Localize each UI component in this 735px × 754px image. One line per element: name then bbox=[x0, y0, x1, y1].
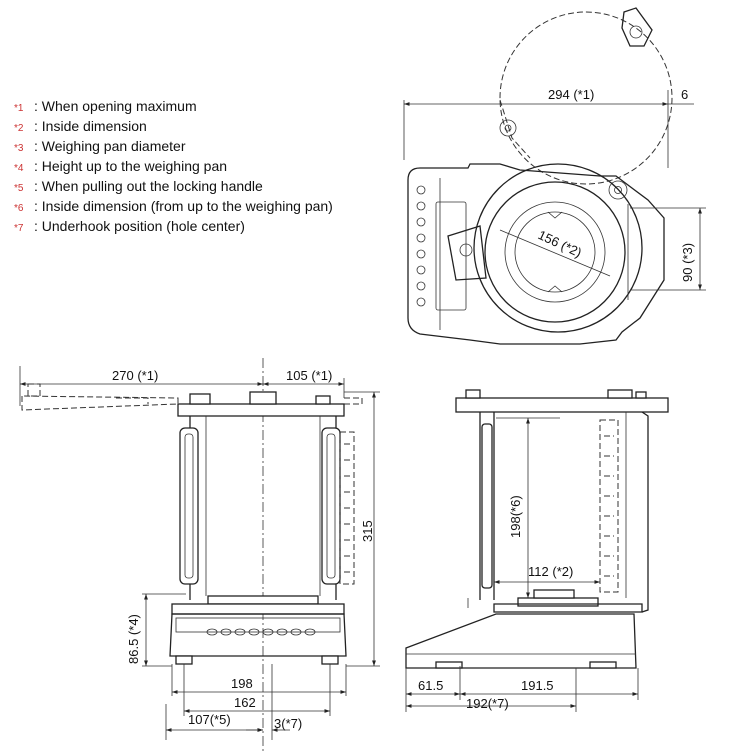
dim-192: 192(*7) bbox=[466, 696, 509, 711]
dim-3: 3(*7) bbox=[274, 716, 302, 731]
dim-107: 107(*5) bbox=[188, 712, 231, 727]
legend-mark: *1 bbox=[14, 103, 24, 114]
legend-text: Inside dimension (from up to the weighin… bbox=[41, 198, 333, 214]
front-view: 270 (*1) 105 (*1) 315 86.5 (*4) 198 162 … bbox=[19, 358, 380, 752]
dim-86-5: 86.5 (*4) bbox=[126, 614, 141, 664]
dim-112: 112 (*2) bbox=[528, 564, 573, 579]
dim-270: 270 (*1) bbox=[112, 368, 158, 383]
legend-item: *3: Weighing pan diameter bbox=[14, 136, 333, 156]
legend-text: Inside dimension bbox=[41, 118, 147, 134]
key-row bbox=[416, 185, 426, 307]
dim-6: 6 bbox=[681, 87, 688, 102]
front-panel-keys bbox=[206, 628, 316, 636]
legend-text: When opening maximum bbox=[41, 98, 197, 114]
dim-162: 162 bbox=[234, 695, 256, 710]
legend-text: Underhook position (hole center) bbox=[41, 218, 245, 234]
dim-105: 105 (*1) bbox=[286, 368, 332, 383]
side-view: 198(*6) 112 (*2) 61.5 191.5 192(*7) bbox=[405, 389, 669, 712]
top-view: 294 (*1) 6 156 (*2) 90 (*3) bbox=[403, 7, 706, 345]
legend-mark: *2 bbox=[14, 123, 24, 134]
legend-text: Height up to the weighing pan bbox=[41, 158, 228, 174]
dim-90: 90 (*3) bbox=[680, 243, 695, 282]
legend-text: Weighing pan diameter bbox=[41, 138, 186, 154]
dim-315: 315 bbox=[360, 520, 375, 542]
dim-198-front: 198 bbox=[231, 676, 253, 691]
legend-item: *4: Height up to the weighing pan bbox=[14, 156, 333, 176]
dim-191-5: 191.5 bbox=[521, 678, 554, 693]
legend-mark: *4 bbox=[14, 163, 24, 174]
dim-198-side: 198(*6) bbox=[508, 495, 523, 538]
legend-mark: *5 bbox=[14, 183, 24, 194]
legend-mark: *7 bbox=[14, 223, 24, 234]
legend-item: *1: When opening maximum bbox=[14, 96, 333, 116]
legend-item: *2: Inside dimension bbox=[14, 116, 333, 136]
dim-61-5: 61.5 bbox=[418, 678, 443, 693]
dim-294: 294 (*1) bbox=[548, 87, 594, 102]
legend-mark: *6 bbox=[14, 203, 24, 214]
legend-list: *1: When opening maximum *2: Inside dime… bbox=[14, 96, 333, 236]
legend-item: *6: Inside dimension (from up to the wei… bbox=[14, 196, 333, 216]
legend-text: When pulling out the locking handle bbox=[41, 178, 263, 194]
legend-mark: *3 bbox=[14, 143, 24, 154]
legend-item: *7: Underhook position (hole center) bbox=[14, 216, 333, 236]
legend-item: *5: When pulling out the locking handle bbox=[14, 176, 333, 196]
